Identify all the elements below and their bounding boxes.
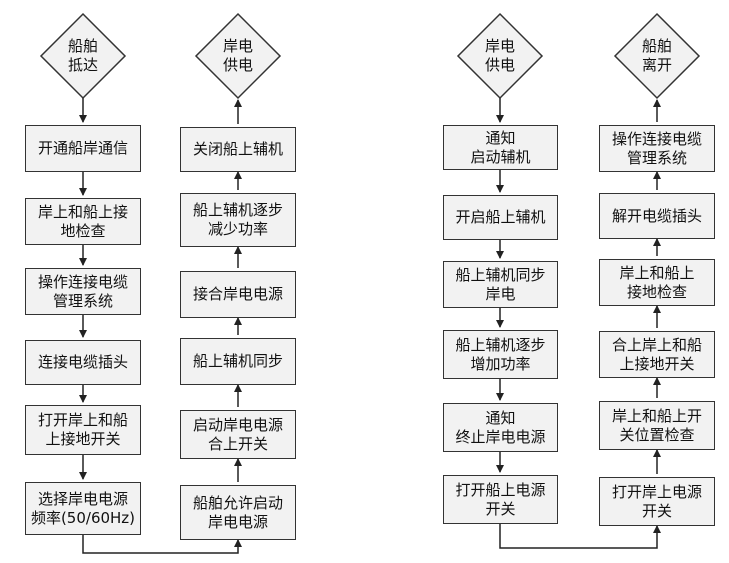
step-box: 操作连接电缆 管理系统 [25, 268, 141, 315]
step-box: 打开岸上和船 上接地开关 [25, 405, 141, 455]
step-box: 船上辅机逐步 增加功率 [443, 330, 558, 379]
step-box: 开启船上辅机 [443, 195, 558, 240]
step-box: 岸上和船上接 地检查 [25, 198, 141, 245]
step-box: 关闭船上辅机 [180, 127, 296, 172]
step-box: 接合岸电电源 [180, 271, 296, 318]
diamond-label-arrival-end: 岸电 供电 [222, 37, 253, 74]
step-box: 连接电缆插头 [25, 340, 141, 385]
step-box: 启动岸电电源 合上开关 [180, 410, 296, 459]
step-box: 通知 启动辅机 [443, 125, 558, 170]
diamond-departure-end [613, 12, 701, 100]
step-box: 船上辅机同步 [180, 338, 296, 385]
diamond-label-departure-end: 船舶 离开 [641, 37, 672, 74]
connector [82, 535, 242, 554]
step-box: 选择岸电电源 频率(50/60Hz) [25, 482, 141, 535]
diamond-arrival-end [194, 12, 282, 100]
connector [499, 524, 661, 549]
step-box: 船上辅机同步 岸电 [443, 261, 558, 308]
step-box: 合上岸上和船 上接地开关 [599, 331, 715, 378]
step-box: 打开岸上电源 开关 [599, 477, 715, 526]
step-box: 开通船岸通信 [25, 125, 141, 172]
step-box: 操作连接电缆 管理系统 [599, 125, 715, 172]
step-box: 通知 终止岸电电源 [443, 403, 558, 452]
step-box: 岸上和船上开 关位置检查 [599, 401, 715, 450]
step-box: 船上辅机逐步 减少功率 [180, 193, 296, 247]
step-box: 岸上和船上 接地检查 [599, 259, 715, 306]
step-box: 解开电缆插头 [599, 193, 715, 239]
step-box: 打开船上电源 开关 [443, 475, 558, 524]
step-box: 船舶允许启动 岸电电源 [180, 485, 296, 540]
diamond-label-departure-start: 岸电 供电 [484, 37, 515, 74]
diamond-label-arrival-start: 船舶 抵达 [67, 37, 98, 74]
